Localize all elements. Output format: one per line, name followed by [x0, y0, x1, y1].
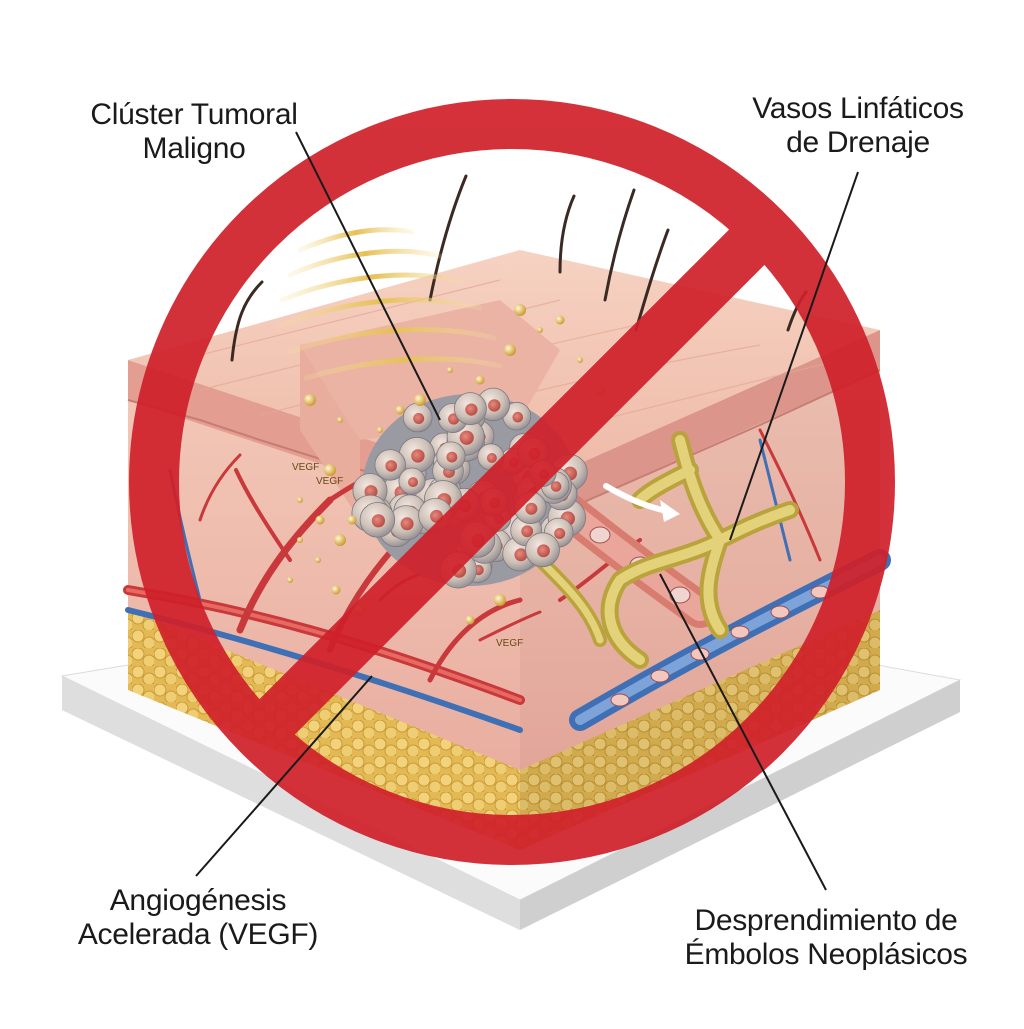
vegf-particle: [315, 515, 325, 525]
vegf-particle: [297, 537, 303, 543]
tumor-cell-nucleus: [486, 453, 497, 463]
tumor-cell-nucleus: [465, 403, 478, 416]
vegf-particle: [377, 427, 383, 433]
label-emboli: Desprendimiento de Émbolos Neoplásicos: [684, 904, 968, 971]
tumor-cell-nucleus: [446, 451, 458, 463]
tumor-cell-nucleus: [385, 460, 398, 472]
tumor-cell-nucleus: [459, 430, 474, 445]
tumor-cell-nucleus: [514, 548, 528, 562]
leader-lines: [195, 131, 859, 891]
vegf-marker: VEGF: [316, 476, 343, 487]
vegf-particle: [315, 557, 321, 563]
lymphatic-vessels: [533, 431, 799, 669]
vegf-particle: [304, 394, 316, 406]
tumor-cell-nucleus: [413, 413, 425, 424]
label-lymphatic-vessels: Vasos Linfáticos de Drenaje: [752, 92, 964, 159]
tumor-cell-nucleus: [411, 449, 425, 463]
tumor-cell-nucleus: [521, 525, 534, 538]
vegf-particle: [287, 577, 293, 583]
tumor-cell-nucleus: [408, 477, 418, 488]
leader-line-emboli: [659, 573, 827, 891]
vegf-particle: [337, 417, 343, 423]
leader-line-tumor: [295, 131, 441, 421]
vegf-particle: [555, 315, 565, 325]
vegf-particle: [324, 464, 336, 476]
tumor-cell-nucleus: [400, 517, 414, 531]
vegf-particle: [395, 405, 405, 415]
vegf-particle: [475, 375, 485, 385]
tumor-cell-nucleus: [550, 481, 562, 492]
vegf-particle: [514, 304, 526, 316]
leader-line-lymph: [729, 171, 859, 541]
vegf-particle: [447, 367, 453, 373]
tumor-cell-nucleus: [525, 502, 538, 515]
vegf-particle: [504, 344, 516, 356]
vegf-particle: [331, 585, 341, 595]
vegf-particle: [577, 357, 583, 363]
vegf-particles: [287, 304, 605, 625]
tumor-cell-nucleus: [371, 514, 385, 528]
vegf-marker: VEGF: [292, 462, 319, 473]
vegf-particle: [347, 515, 357, 525]
vegf-particle: [297, 497, 303, 503]
vegf-particle: [414, 394, 426, 406]
vegf-particle: [537, 327, 543, 333]
leader-line-angio: [195, 675, 373, 877]
tumor-cell-nucleus: [488, 399, 501, 412]
label-angiogenesis: Angiogénesis Acelerada (VEGF): [77, 884, 319, 951]
prohibition-sign-icon: [129, 99, 895, 865]
tumor-cell-nucleus: [537, 544, 550, 558]
vegf-marker: VEGF: [496, 638, 523, 649]
vegf-particle: [494, 594, 506, 606]
tumor-cell-nucleus: [512, 411, 524, 423]
flow-arrow-icon: [603, 483, 680, 522]
label-tumor-cluster: Clúster Tumoral Maligno: [90, 98, 298, 165]
vegf-particle: [334, 534, 346, 546]
vegf-particle: [465, 615, 475, 625]
tumor-cell-nucleus: [364, 485, 378, 499]
tumor-cell-nucleus: [554, 528, 566, 539]
